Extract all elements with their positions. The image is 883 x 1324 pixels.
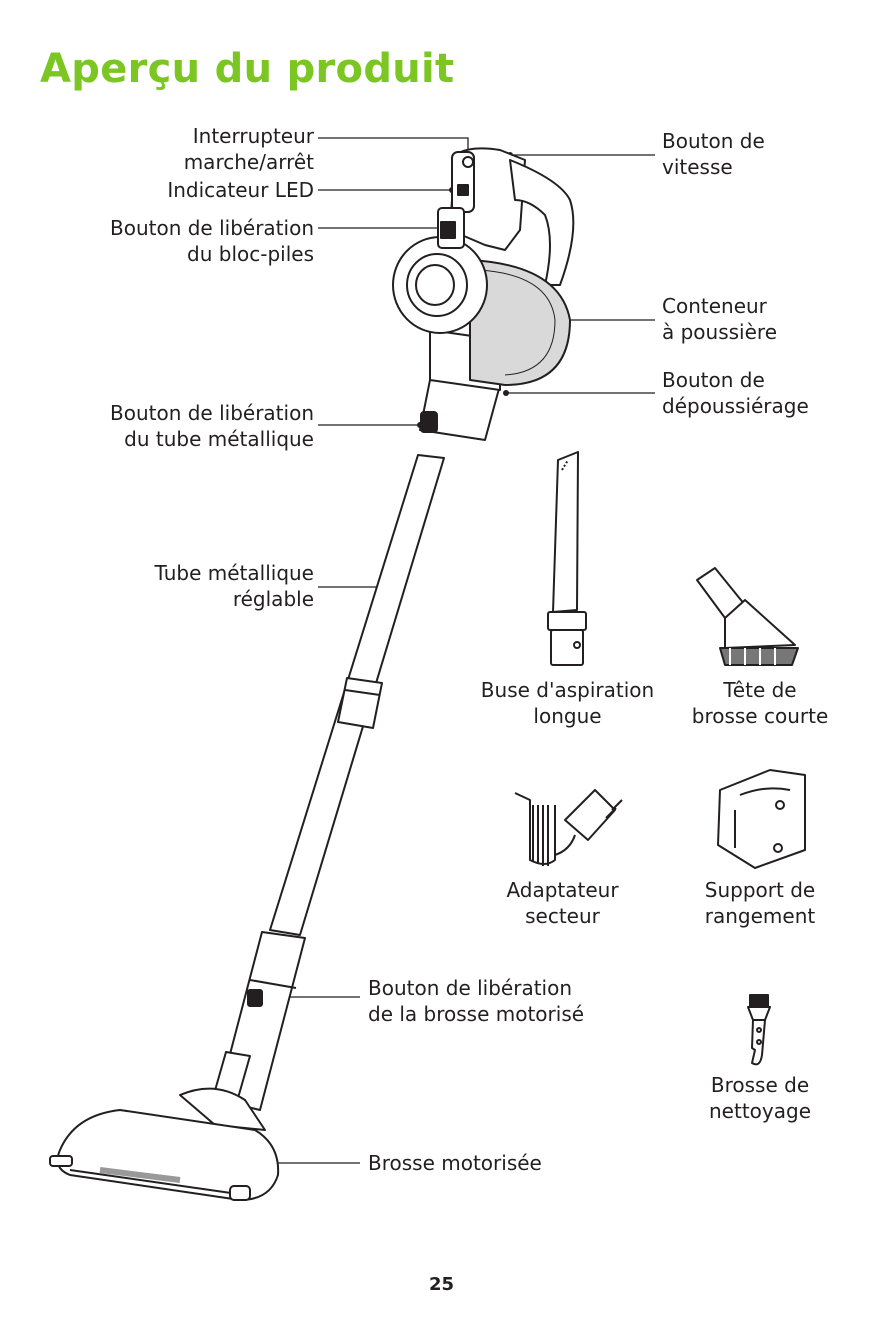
metal-tube-line1: Tube métallique [155, 560, 314, 586]
adapter-line1: Adaptateur [470, 877, 655, 903]
motor-brush-release-label: Bouton de libération de la brosse motori… [368, 975, 584, 1027]
short-brush-line2: brosse courte [670, 703, 850, 729]
crevice-tool-line2: longue [460, 703, 675, 729]
adapter-line2: secteur [470, 903, 655, 929]
dust-container-line1: Conteneur [662, 293, 777, 319]
led-indicator-label: Indicateur LED [167, 177, 314, 203]
storage-label: Support de rangement [670, 877, 850, 929]
speed-button-label: Bouton de vitesse [662, 128, 765, 180]
power-switch-label: Interrupteur marche/arrêt [184, 123, 314, 175]
battery-release-label: Bouton de libération du bloc-piles [110, 215, 314, 267]
metal-tube-line2: réglable [155, 586, 314, 612]
dust-container-line2: à poussière [662, 319, 777, 345]
crevice-tool-line1: Buse d'aspiration [460, 677, 675, 703]
motor-brush-release-line1: Bouton de libération [368, 975, 584, 1001]
metal-tube-label: Tube métallique réglable [155, 560, 314, 612]
crevice-tool-label: Buse d'aspiration longue [460, 677, 675, 729]
dust-container-label: Conteneur à poussière [662, 293, 777, 345]
battery-release-line1: Bouton de libération [110, 215, 314, 241]
speed-button-line2: vitesse [662, 154, 765, 180]
cleaning-brush-label: Brosse de nettoyage [670, 1072, 850, 1124]
vacuum-illustration [50, 148, 573, 1200]
storage-line1: Support de [670, 877, 850, 903]
dust-release-line1: Bouton de [662, 367, 809, 393]
power-switch-line1: Interrupteur [184, 123, 314, 149]
crevice-tool-icon [548, 452, 586, 665]
short-brush-head-icon [697, 568, 798, 665]
power-switch-line2: marche/arrêt [184, 149, 314, 175]
storage-holder-icon [718, 770, 805, 868]
motor-brush-release-line2: de la brosse motorisé [368, 1001, 584, 1027]
tube-release-label: Bouton de libération du tube métallique [110, 400, 314, 452]
power-adapter-icon [515, 790, 622, 866]
page-number: 25 [0, 1274, 883, 1295]
adapter-label: Adaptateur secteur [470, 877, 655, 929]
tube-release-line1: Bouton de libération [110, 400, 314, 426]
cleaning-brush-icon [748, 995, 770, 1064]
battery-release-line2: du bloc-piles [110, 241, 314, 267]
short-brush-line1: Tête de [670, 677, 850, 703]
storage-line2: rangement [670, 903, 850, 929]
cleaning-brush-line2: nettoyage [670, 1098, 850, 1124]
dust-release-line2: dépoussiérage [662, 393, 809, 419]
dust-release-label: Bouton de dépoussiérage [662, 367, 809, 419]
tube-release-line2: du tube métallique [110, 426, 314, 452]
short-brush-label: Tête de brosse courte [670, 677, 850, 729]
motor-brush-label: Brosse motorisée [368, 1150, 542, 1176]
cleaning-brush-line1: Brosse de [670, 1072, 850, 1098]
speed-button-line1: Bouton de [662, 128, 765, 154]
